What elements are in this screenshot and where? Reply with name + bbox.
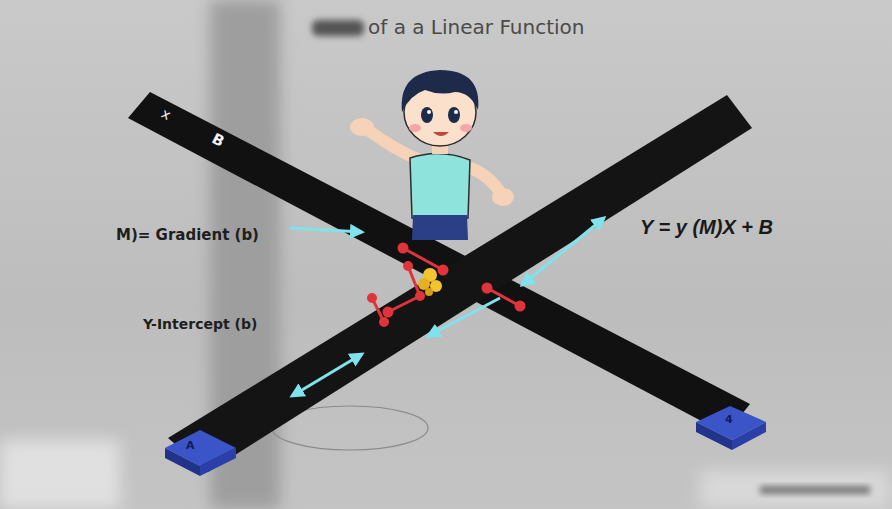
- gradient-label: M)= Gradient (b): [116, 227, 259, 244]
- background-light: [0, 440, 120, 509]
- end-block: [165, 430, 236, 476]
- origin-blob: [418, 268, 442, 296]
- pointer-arrow: [290, 228, 362, 232]
- title: of a a Linear Function: [368, 16, 584, 39]
- background-light: [700, 470, 890, 509]
- block-letter: A: [186, 440, 195, 453]
- double-arrow: [292, 354, 362, 396]
- y-band: [168, 95, 752, 472]
- blurred-text: [312, 20, 364, 36]
- double-arrow: [522, 218, 604, 285]
- intercept-label: Y-Intercept (b): [143, 316, 257, 332]
- red-markers: [369, 244, 525, 326]
- end-block: [696, 406, 766, 450]
- equation: Y = y (M)X + B: [640, 216, 773, 239]
- block-letter: 4: [725, 414, 733, 427]
- pointer-arrow: [428, 298, 500, 336]
- blurred-text: [760, 486, 870, 494]
- cartoon-boy: [350, 70, 514, 240]
